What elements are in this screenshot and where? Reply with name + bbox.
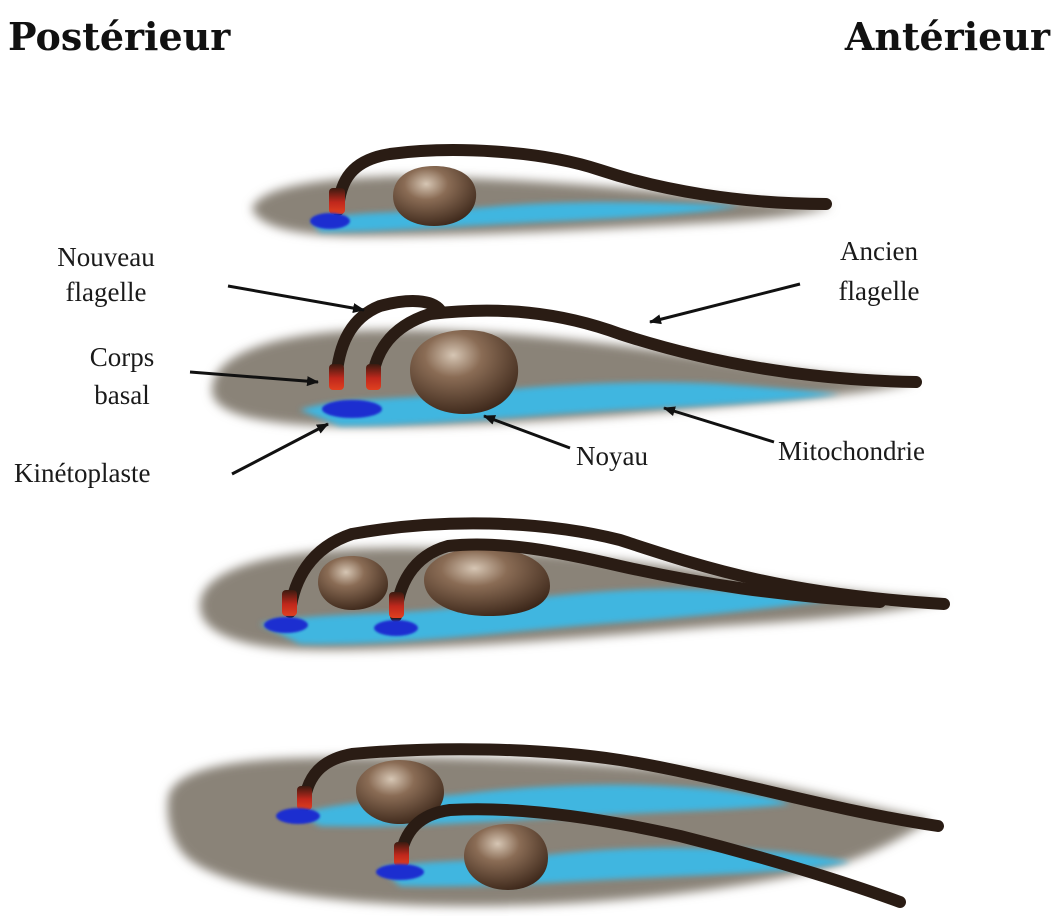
cell-stage-4 xyxy=(168,749,938,906)
arrow-old-flagellum xyxy=(650,284,800,322)
nucleus xyxy=(410,330,518,414)
label-line: Corps xyxy=(90,342,155,372)
label-basal-body: Corps basal xyxy=(90,342,155,410)
label-line: Ancien xyxy=(840,236,918,266)
basal-body xyxy=(366,364,381,390)
anterior-heading: Antérieur xyxy=(844,14,1051,59)
basal-body xyxy=(329,364,344,390)
label-line: flagelle xyxy=(839,276,920,306)
basal-body xyxy=(389,592,404,618)
nucleus xyxy=(424,548,550,616)
label-new-flagellum: Nouveau flagelle xyxy=(57,242,155,307)
label-line: flagelle xyxy=(66,277,147,307)
kinetoplast xyxy=(310,213,350,229)
posterior-heading: Postérieur xyxy=(8,14,231,59)
kinetoplast xyxy=(322,400,382,418)
label-old-flagellum: Ancien flagelle xyxy=(839,236,920,306)
cell-body xyxy=(168,757,930,906)
basal-body xyxy=(282,590,297,616)
label-nucleus: Noyau xyxy=(576,441,648,471)
label-line: Nouveau xyxy=(57,242,155,272)
basal-body xyxy=(394,842,409,866)
cell-stage-2 xyxy=(212,301,916,426)
kinetoplast xyxy=(374,620,418,636)
cell-stage-1 xyxy=(252,150,832,236)
arrow-kinetoplast xyxy=(232,424,328,474)
label-mitochondrion: Mitochondrie xyxy=(778,436,925,466)
cell-stage-3 xyxy=(200,523,946,650)
basal-body xyxy=(329,188,345,214)
label-kinetoplast: Kinétoplaste xyxy=(14,458,150,488)
label-line: basal xyxy=(94,380,149,410)
arrow-new-flagellum xyxy=(228,286,364,310)
nucleus xyxy=(464,824,548,890)
arrow-mitochondrion xyxy=(664,408,774,442)
kinetoplast xyxy=(276,808,320,824)
nucleus xyxy=(393,166,476,226)
kinetoplast xyxy=(376,864,424,880)
nucleus xyxy=(318,556,388,610)
basal-body xyxy=(297,786,312,810)
kinetoplast xyxy=(264,617,308,633)
